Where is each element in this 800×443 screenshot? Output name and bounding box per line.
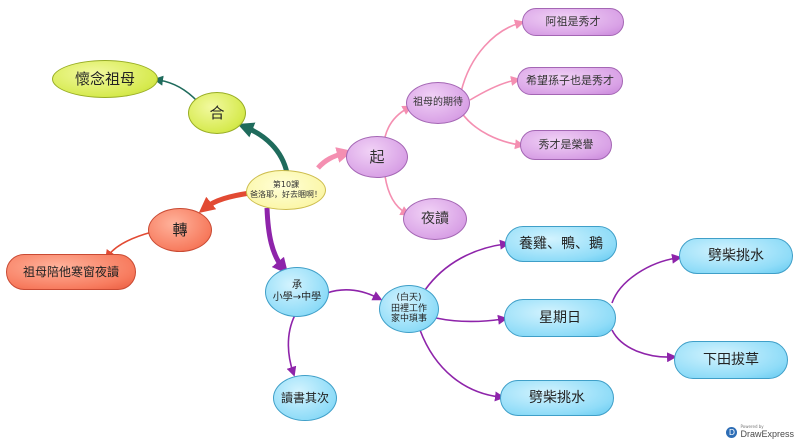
node-zumu-qidai-label: 祖母的期待 [413, 97, 463, 108]
node-huainian-label: 懷念祖母 [74, 70, 135, 88]
node-zhuan[interactable]: 轉 [148, 208, 212, 252]
node-yedu-label: 夜讀 [421, 210, 449, 227]
node-zumu-peita-label: 祖母陪他寒窗夜讀 [22, 264, 119, 279]
node-dushu[interactable]: 讀書其次 [273, 375, 337, 421]
drawexpress-logo-icon: D [726, 426, 738, 438]
node-cheng[interactable]: 承 小學→中學 [265, 267, 329, 317]
node-yangji-label: 養雞、鴨、鵝 [519, 235, 603, 252]
center-topic-label: 第10課 爸洛耶，好去睏啊！ [250, 180, 322, 199]
node-xiwang[interactable]: 希望孫子也是秀才 [517, 67, 623, 95]
node-pichai-bottom-label: 劈柴挑水 [529, 389, 585, 406]
node-he[interactable]: 合 [188, 92, 246, 134]
node-zhuan-label: 轉 [172, 221, 188, 239]
branding-name: DrawExpress [740, 429, 794, 439]
node-zumu-peita[interactable]: 祖母陪他寒窗夜讀 [6, 254, 136, 290]
branding-powered-by: Powered by [740, 424, 764, 429]
node-he-label: 合 [209, 104, 225, 122]
node-xingqiri-label: 星期日 [539, 309, 581, 326]
node-qi[interactable]: 起 [346, 136, 408, 178]
node-cheng-label: 承 小學→中學 [272, 280, 322, 303]
node-baitian[interactable]: (白天) 田裡工作 家中瑣事 [379, 285, 439, 333]
node-pichai-bottom[interactable]: 劈柴挑水 [500, 380, 614, 416]
node-xiucai-label: 秀才是榮譽 [538, 138, 594, 152]
center-topic-node[interactable]: 第10課 爸洛耶，好去睏啊！ [246, 170, 326, 210]
node-zumu-qidai[interactable]: 祖母的期待 [406, 82, 470, 124]
node-baitian-label: (白天) 田裡工作 家中瑣事 [390, 292, 427, 325]
node-dushu-label: 讀書其次 [280, 390, 329, 405]
node-pichai-right-label: 劈柴挑水 [708, 247, 764, 264]
drawexpress-branding: D Powered by DrawExpress [726, 425, 794, 439]
node-yangji[interactable]: 養雞、鴨、鵝 [505, 226, 617, 262]
node-xiatian[interactable]: 下田拔草 [674, 341, 788, 379]
node-qi-label: 起 [369, 148, 385, 166]
node-huainian[interactable]: 懷念祖母 [52, 60, 158, 98]
node-pichai-right[interactable]: 劈柴挑水 [679, 238, 793, 274]
node-xingqiri[interactable]: 星期日 [504, 299, 616, 337]
node-xiwang-label: 希望孫子也是秀才 [526, 74, 614, 88]
node-yedu[interactable]: 夜讀 [403, 198, 467, 240]
node-azu[interactable]: 阿祖是秀才 [522, 8, 624, 36]
node-xiatian-label: 下田拔草 [703, 351, 759, 368]
node-xiucai[interactable]: 秀才是榮譽 [520, 130, 612, 160]
node-azu-label: 阿祖是秀才 [545, 15, 601, 29]
